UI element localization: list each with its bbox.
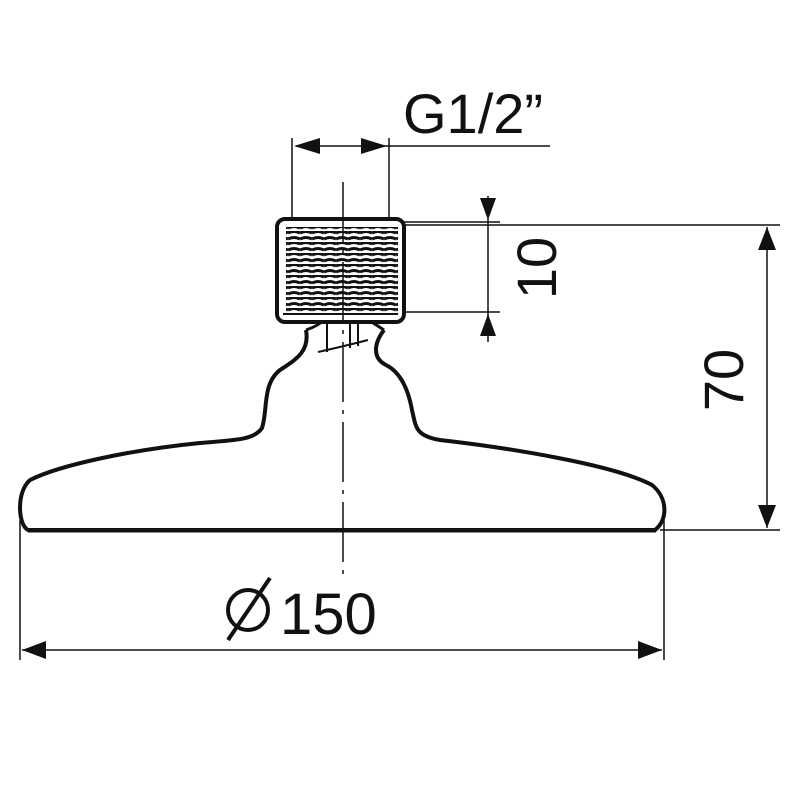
thread-size-label: G1/2”	[403, 82, 543, 145]
diameter-arrow-right	[638, 641, 662, 659]
thread-length-label: 10	[505, 237, 568, 299]
height-label: 70	[692, 349, 755, 411]
thread-width-arrow-left	[294, 138, 320, 154]
diameter-label: 150	[280, 582, 377, 647]
thread-length-arrow-bottom	[480, 314, 496, 336]
thread-length-arrow-top	[480, 198, 496, 220]
thread-hatching	[286, 227, 398, 314]
neck-bottom-curve	[317, 339, 369, 353]
height-arrow-bottom	[758, 505, 776, 528]
diameter-arrow-left	[22, 641, 46, 659]
diameter-symbol-icon	[226, 576, 272, 642]
height-arrow-top	[758, 227, 776, 250]
shower-head-body	[18, 328, 667, 532]
thread-width-arrow-right	[361, 138, 387, 154]
